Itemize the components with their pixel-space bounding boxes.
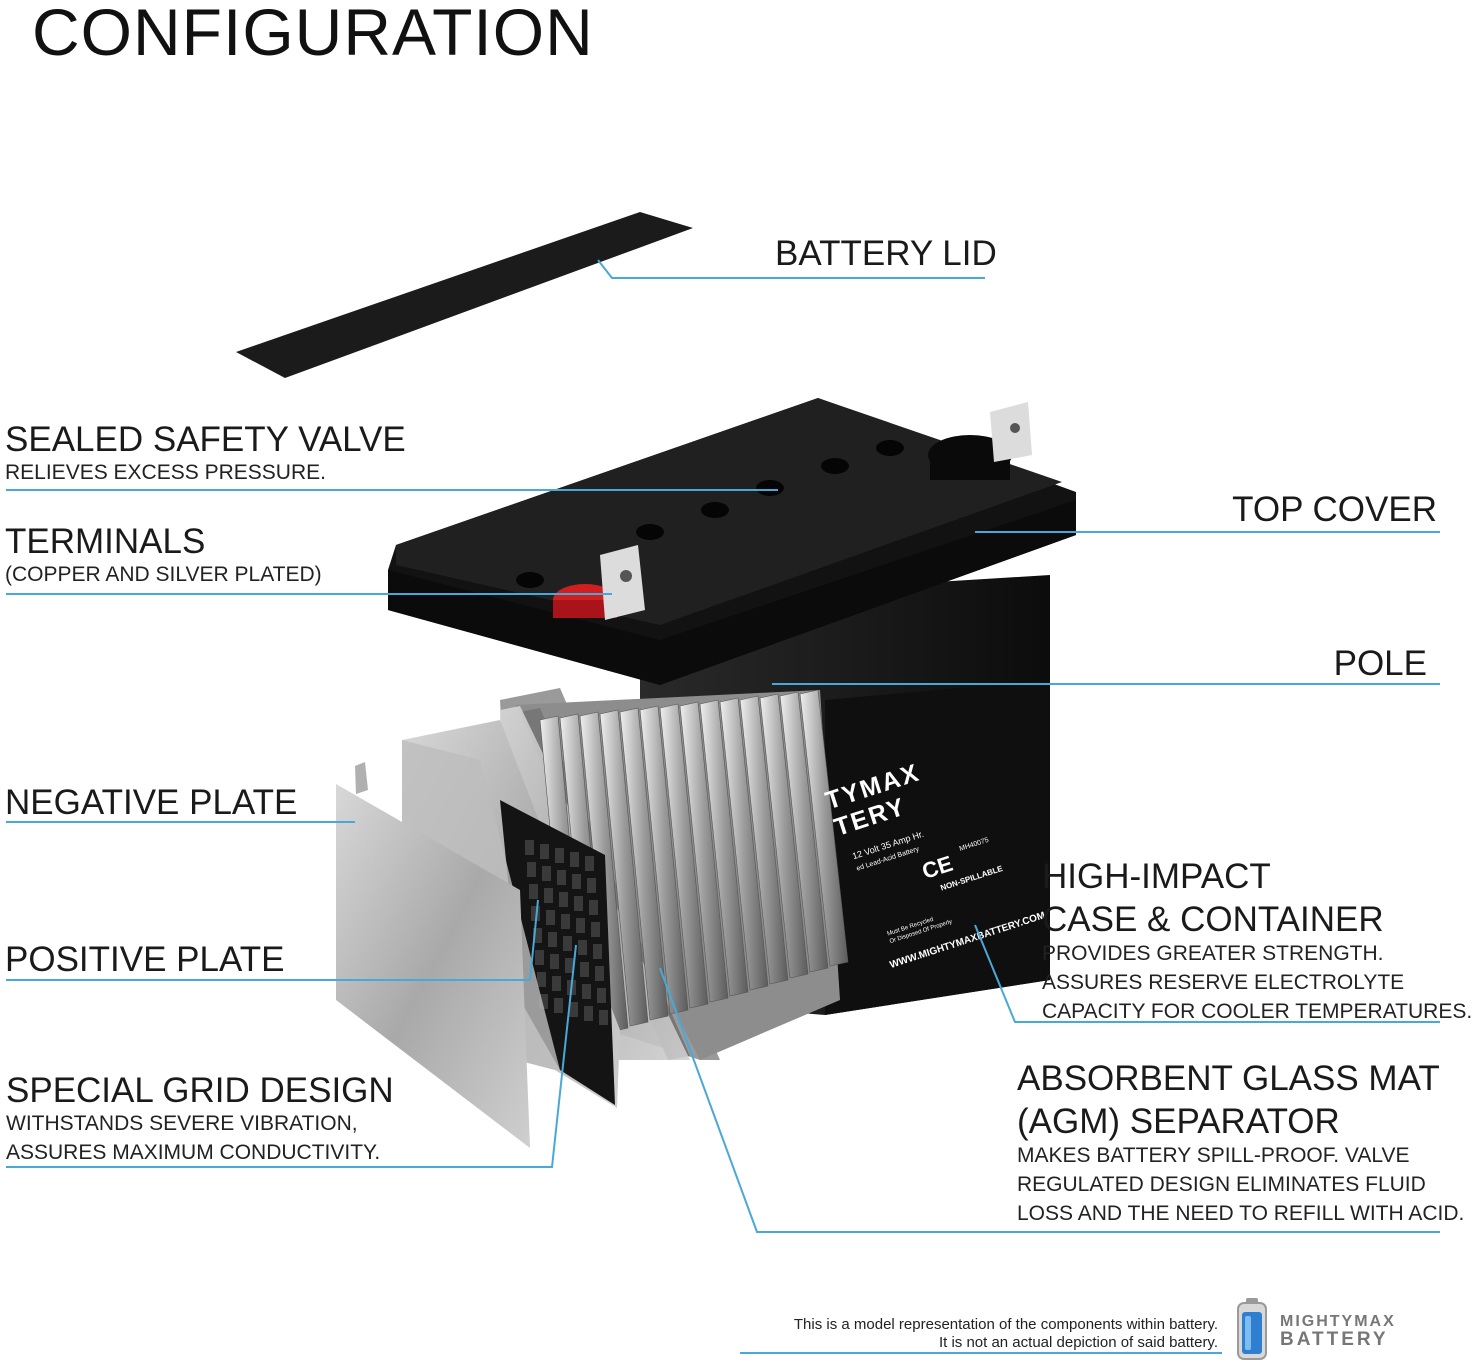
label-high-impact: HIGH-IMPACT CASE & CONTAINER PROVIDES GR… xyxy=(1042,853,1472,1027)
plate-fin xyxy=(659,703,709,1009)
label-title-line2: CASE & CONTAINER xyxy=(1042,900,1384,940)
grid-cell xyxy=(544,888,553,903)
grid-cell xyxy=(540,844,549,859)
label-title: SEALED SAFETY VALVE xyxy=(5,420,406,459)
label-title: SPECIAL GRID DESIGN xyxy=(6,1071,394,1110)
label-line: RELIEVES EXCESS PRESSURE. xyxy=(5,460,326,484)
label-pole: POLE xyxy=(1333,644,1427,683)
grid-cell xyxy=(531,906,540,921)
plate-fin xyxy=(599,709,649,1027)
leader-battery-lid xyxy=(597,259,985,279)
plate-fin xyxy=(719,697,769,991)
plate-fin xyxy=(799,689,849,967)
grid-cell xyxy=(559,892,568,907)
grid-cell xyxy=(570,852,579,867)
footnote: This is a model representation of the co… xyxy=(794,1316,1218,1352)
label-top-cover: TOP COVER xyxy=(1232,490,1437,529)
grid-cell xyxy=(550,954,559,969)
grid-cell xyxy=(535,950,544,965)
label-line: CAPACITY FOR COOLER TEMPERATURES. xyxy=(1042,999,1473,1023)
grid-cell xyxy=(537,972,546,987)
label-line: REGULATED DESIGN ELIMINATES FLUID xyxy=(1017,1172,1426,1196)
grid-cell xyxy=(563,936,572,951)
plate-fin xyxy=(699,699,749,997)
footnote-line: It is not an actual depiction of said ba… xyxy=(938,1334,1218,1351)
plate-fin xyxy=(739,695,789,985)
grid-cell xyxy=(572,874,581,889)
grid-cell xyxy=(569,1002,578,1017)
label-title-line1: HIGH-IMPACT xyxy=(1042,857,1271,896)
plate-fin xyxy=(759,693,809,979)
plate-fin xyxy=(779,691,829,973)
label-title: TERMINALS xyxy=(5,522,206,561)
mightymax-logo-icon xyxy=(1237,1298,1267,1360)
grid-cell xyxy=(546,910,555,925)
brand-subtitle: BATTERY xyxy=(1280,1329,1389,1350)
grid-cell xyxy=(585,856,594,871)
grid-cell xyxy=(525,840,534,855)
grid-cell xyxy=(576,918,585,933)
grid-cell xyxy=(580,962,589,977)
grid-cell xyxy=(587,878,596,893)
grid-cell xyxy=(533,928,542,943)
grid-cell xyxy=(597,988,606,1003)
grid-cell xyxy=(542,866,551,881)
grid-cell xyxy=(584,1006,593,1021)
grid-cell xyxy=(599,1010,608,1025)
label-battery-lid: BATTERY LID xyxy=(775,234,997,273)
grid-cell xyxy=(557,870,566,885)
page-title: CONFIGURATION xyxy=(32,0,594,69)
grid-cell xyxy=(589,900,598,915)
label-title-line1: ABSORBENT GLASS MAT xyxy=(1017,1059,1440,1098)
footnote-line: This is a model representation of the co… xyxy=(793,1316,1218,1333)
label-line: LOSS AND THE NEED TO REFILL WITH ACID. xyxy=(1017,1201,1465,1225)
leader-lines xyxy=(6,259,1440,1354)
grid-cell xyxy=(578,940,587,955)
leader-agm-separator xyxy=(659,967,1440,1233)
leader-high-impact xyxy=(974,924,1440,1023)
label-sealed-safety-valve: SEALED SAFETY VALVE RELIEVES EXCESS PRES… xyxy=(5,420,406,488)
grid-cell xyxy=(555,848,564,863)
leader-special-grid xyxy=(6,944,577,1168)
label-title-line2: (AGM) SEPARATOR xyxy=(1017,1102,1340,1142)
label-terminals: TERMINALS (COPPER AND SILVER PLATED) xyxy=(5,522,322,590)
label-agm-separator: ABSORBENT GLASS MAT (AGM) SEPARATOR MAKE… xyxy=(1017,1055,1464,1229)
label-line: MAKES BATTERY SPILL-PROOF. VALVE xyxy=(1017,1143,1410,1167)
label-line: PROVIDES GREATER STRENGTH. xyxy=(1042,941,1384,965)
grid-cell xyxy=(582,984,591,999)
label-special-grid: SPECIAL GRID DESIGN WITHSTANDS SEVERE VI… xyxy=(6,1071,394,1168)
grid-cell xyxy=(574,896,583,911)
grid-cell xyxy=(539,994,548,1009)
plate-fin xyxy=(639,705,689,1015)
label-line: (COPPER AND SILVER PLATED) xyxy=(5,562,322,586)
grid-cell xyxy=(565,958,574,973)
label-positive-plate: POSITIVE PLATE xyxy=(5,940,285,979)
grid-cell xyxy=(548,932,557,947)
grid-cell xyxy=(552,976,561,991)
plate-fin xyxy=(619,707,669,1021)
negative-plate xyxy=(336,762,530,1148)
leader-positive-plate xyxy=(6,899,539,981)
grid-cell xyxy=(591,922,600,937)
terminals xyxy=(553,402,1032,620)
label-line: WITHSTANDS SEVERE VIBRATION, xyxy=(6,1111,358,1135)
battery-lid xyxy=(236,212,693,378)
grid-cell xyxy=(595,966,604,981)
label-line: ASSURES MAXIMUM CONDUCTIVITY. xyxy=(6,1140,381,1164)
label-negative-plate: NEGATIVE PLATE xyxy=(5,783,298,822)
grid-cell xyxy=(527,862,536,877)
plate-fin xyxy=(679,701,729,1003)
grid-cell xyxy=(529,884,538,899)
grid-cell xyxy=(554,998,563,1013)
brand-name: MIGHTYMAX xyxy=(1280,1313,1396,1330)
grid-cell xyxy=(593,944,602,959)
label-line: ASSURES RESERVE ELECTROLYTE xyxy=(1042,970,1405,994)
grid-cell xyxy=(561,914,570,929)
